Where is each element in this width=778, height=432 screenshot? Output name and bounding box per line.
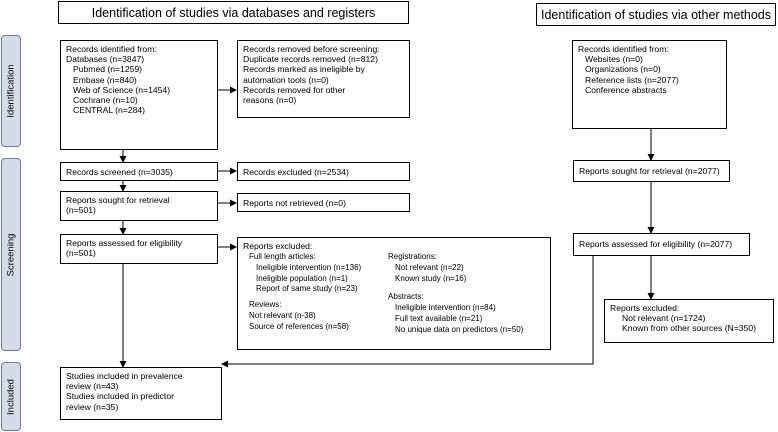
records-removed-box: Records removed before screening: Duplic… xyxy=(237,40,410,118)
removed-line: Duplicate records removed (n=812) xyxy=(243,54,378,65)
source-web-of-science: Web of Science (n=1454) xyxy=(73,84,171,95)
phase-identification: Identification xyxy=(1,35,21,147)
other-excluded-item: Not relevant (n=1724) xyxy=(622,313,706,324)
header-other-text: Identification of studies via other meth… xyxy=(541,7,771,22)
other-excluded-title: Reports excluded: xyxy=(610,303,680,313)
source-cochrane: Cochrane (n=10) xyxy=(73,95,138,106)
source-embase: Embase (n=840) xyxy=(73,74,137,85)
other-reports-excluded-box: Reports excluded: Not relevant (n=1724) … xyxy=(604,299,774,343)
abstracts-title: Abstracts: xyxy=(388,292,424,302)
header-databases-text: Identification of studies via databases … xyxy=(91,5,376,20)
reports-not-retrieved-box: Reports not retrieved (n=0) xyxy=(237,193,410,212)
included-line: review (n=43) xyxy=(66,381,119,392)
removed-line: Records marked as ineligible by xyxy=(243,64,365,75)
included-line: Studies included in predictor xyxy=(66,391,174,402)
records-screened-box: Records screened (n=3035) xyxy=(60,162,218,181)
source-central: CENTRAL (n=284) xyxy=(73,105,146,116)
excluded-left-column: Full length articles: Ineligible interve… xyxy=(249,252,361,333)
other-reports-assessed-text: Reports assessed for eligibility (n=2077… xyxy=(579,239,733,249)
records-identified-title: Records identified from: xyxy=(66,44,157,54)
registrations-item: Known study (n=16) xyxy=(395,273,467,283)
other-reports-assessed-box: Reports assessed for eligibility (n=2077… xyxy=(573,233,750,256)
records-identified-box: Records identified from: Databases (n=38… xyxy=(60,40,218,150)
reports-excluded-box: Reports excluded: Full length articles: … xyxy=(237,237,551,350)
registrations-item: Not relevant (n=22) xyxy=(395,262,464,272)
other-identified-title: Records identified from: xyxy=(578,44,669,54)
removed-line: automation tools (n=0) xyxy=(243,74,329,85)
databases-count: Databases (n=3847) xyxy=(66,54,145,65)
reports-excluded-title: Reports excluded: xyxy=(243,241,313,251)
other-source-organizations: Organizations (n=0) xyxy=(585,64,661,75)
reports-sought-box: Reports sought for retrieval (n=501) xyxy=(60,191,218,221)
reports-sought-line: Reports sought for retrieval xyxy=(66,195,170,205)
full-length-item: Ineligible intervention (n=136) xyxy=(256,262,362,272)
other-source-conference-abstracts: Conference abstracts xyxy=(585,84,667,95)
other-source-websites: Websites (n=0) xyxy=(585,54,643,65)
registrations-title: Registrations: xyxy=(388,252,437,261)
reviews-item: Not relevant (n-38) xyxy=(249,310,316,320)
included-line: review (n=35) xyxy=(66,401,119,412)
reports-not-retrieved-text: Reports not retrieved (n=0) xyxy=(243,198,346,208)
included-line: Studies included in prevalence xyxy=(66,371,183,381)
header-databases: Identification of studies via databases … xyxy=(58,1,409,24)
records-screened-text: Records screened (n=3035) xyxy=(66,167,173,177)
studies-included-box: Studies included in prevalence review (n… xyxy=(60,367,222,420)
arrow-other-assessed-to-included xyxy=(221,256,594,368)
reports-sought-line: (n=501) xyxy=(66,205,96,216)
other-source-reference-lists: Reference lists (n=2077) xyxy=(585,74,679,85)
abstracts-item: Full text available (n=21) xyxy=(395,313,483,323)
reports-assessed-line: (n=501) xyxy=(66,248,96,259)
excluded-right-column: Registrations: Not relevant (n=22) Known… xyxy=(388,252,523,336)
other-excluded-item: Known from other sources (N=350) xyxy=(622,323,756,334)
header-other-methods: Identification of studies via other meth… xyxy=(536,3,776,26)
full-length-item: Report of same study (n=23) xyxy=(256,284,358,294)
reviews-item: Source of references (n=58) xyxy=(249,321,349,331)
full-length-item: Ineligible population (n=1) xyxy=(256,273,348,283)
reports-assessed-line: Reports assessed for eligibility xyxy=(66,238,183,248)
records-excluded-text: Records excluded (n=2534) xyxy=(243,167,349,177)
other-records-identified-box: Records identified from: Websites (n=0) … xyxy=(572,40,727,129)
phase-included: Included xyxy=(1,362,21,431)
abstracts-item: Ineligible intervention (n=84) xyxy=(395,303,496,313)
removed-line: reasons (n=0) xyxy=(243,95,297,106)
records-excluded-box: Records excluded (n=2534) xyxy=(237,162,410,181)
full-length-title: Full length articles: xyxy=(249,252,316,261)
source-pubmed: Pubmed (n=1259) xyxy=(73,64,143,75)
other-reports-sought-text: Reports sought for retrieval (n=2077) xyxy=(579,166,720,176)
reviews-title: Reviews: xyxy=(249,300,282,310)
other-reports-sought-box: Reports sought for retrieval (n=2077) xyxy=(573,160,730,182)
records-removed-title: Records removed before screening: xyxy=(243,44,380,54)
reports-assessed-box: Reports assessed for eligibility (n=501) xyxy=(60,234,218,264)
phase-screening: Screening xyxy=(1,158,21,351)
abstracts-item: No unique data on predictors (n=50) xyxy=(395,324,524,334)
removed-line: Records removed for other xyxy=(243,84,346,95)
